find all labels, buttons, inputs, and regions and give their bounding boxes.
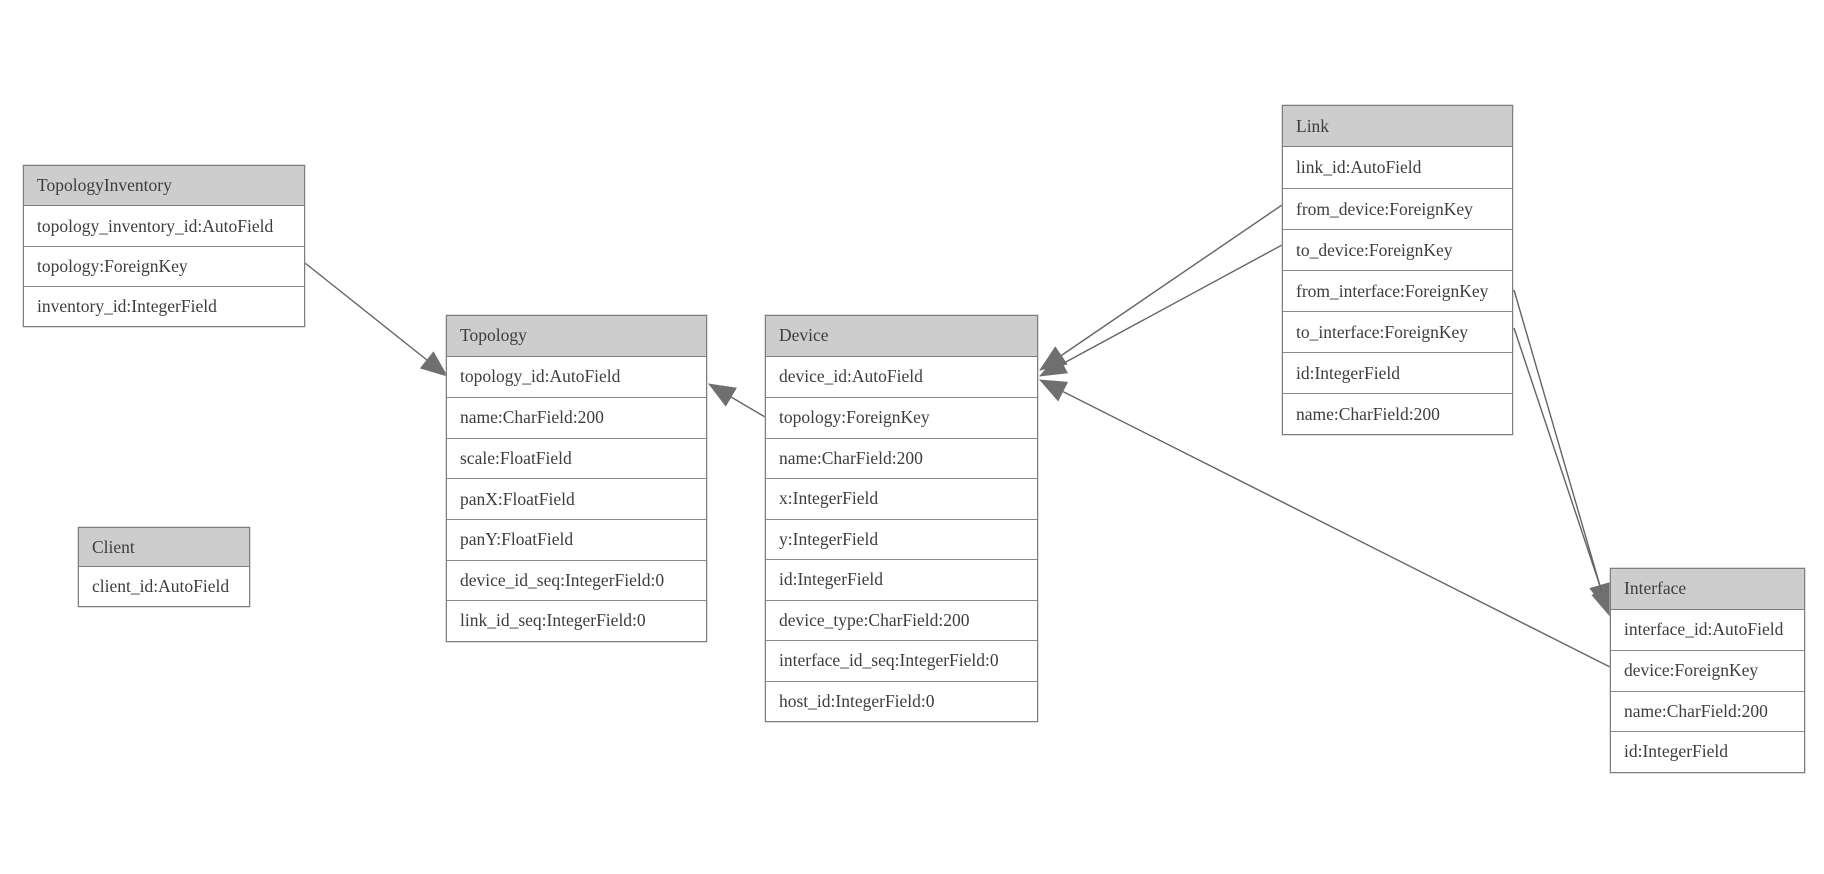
field-topology-topology_id: topology_id:AutoField xyxy=(447,356,706,398)
field-topology-panY: panY:FloatField xyxy=(447,518,706,560)
field-device-id: id:IntegerField xyxy=(766,559,1037,600)
field-device-interface_id_seq: interface_id_seq:IntegerField:0 xyxy=(766,640,1037,681)
field-interface-device: device:ForeignKey xyxy=(1611,650,1804,691)
field-device-x: x:IntegerField xyxy=(766,478,1037,519)
field-topologyinventory-topology_inventory_id: topology_inventory_id:AutoField xyxy=(24,206,304,246)
connection-Link.to_device-to-Device xyxy=(1039,244,1283,377)
field-client-client_id: client_id:AutoField xyxy=(79,567,249,606)
field-link-from_device: from_device:ForeignKey xyxy=(1283,188,1512,229)
connection-TopologyInventory.topology-to-Topology xyxy=(304,262,448,377)
field-interface-name: name:CharField:200 xyxy=(1611,690,1804,731)
entity-title-topologyinventory: TopologyInventory xyxy=(24,166,304,206)
entity-title-client: Client xyxy=(79,528,249,567)
field-topology-link_id_seq: link_id_seq:IntegerField:0 xyxy=(447,600,706,641)
entity-title-device: Device xyxy=(766,316,1037,357)
field-device-host_id: host_id:IntegerField:0 xyxy=(766,680,1037,721)
connection-Link.from_device-to-Device xyxy=(1039,204,1283,371)
field-link-from_interface: from_interface:ForeignKey xyxy=(1283,270,1512,311)
field-device-y: y:IntegerField xyxy=(766,518,1037,559)
connection-Device.topology-to-Topology xyxy=(708,383,766,418)
field-link-link_id: link_id:AutoField xyxy=(1283,147,1512,188)
connection-Link.to_interface-to-Interface xyxy=(1513,327,1613,617)
field-topologyinventory-topology: topology:ForeignKey xyxy=(24,246,304,286)
field-device-name: name:CharField:200 xyxy=(766,437,1037,478)
field-topology-device_id_seq: device_id_seq:IntegerField:0 xyxy=(447,559,706,601)
field-interface-id: id:IntegerField xyxy=(1611,731,1804,772)
field-topology-panX: panX:FloatField xyxy=(447,478,706,519)
field-device-topology: topology:ForeignKey xyxy=(766,397,1037,438)
field-topology-name: name:CharField:200 xyxy=(447,397,706,438)
field-topology-scale: scale:FloatField xyxy=(447,437,706,479)
entity-title-link: Link xyxy=(1283,106,1512,147)
field-link-id: id:IntegerField xyxy=(1283,352,1512,393)
field-device-device_type: device_type:CharField:200 xyxy=(766,599,1037,640)
field-link-name: name:CharField:200 xyxy=(1283,393,1512,434)
field-device-device_id: device_id:AutoField xyxy=(766,356,1037,397)
entity-title-interface: Interface xyxy=(1611,569,1804,610)
connection-Link.from_interface-to-Interface xyxy=(1513,289,1611,611)
field-link-to_device: to_device:ForeignKey xyxy=(1283,229,1512,270)
field-link-to_interface: to_interface:ForeignKey xyxy=(1283,311,1512,352)
field-interface-interface_id: interface_id:AutoField xyxy=(1611,609,1804,650)
entity-title-topology: Topology xyxy=(447,316,706,357)
field-topologyinventory-inventory_id: inventory_id:IntegerField xyxy=(24,286,304,326)
